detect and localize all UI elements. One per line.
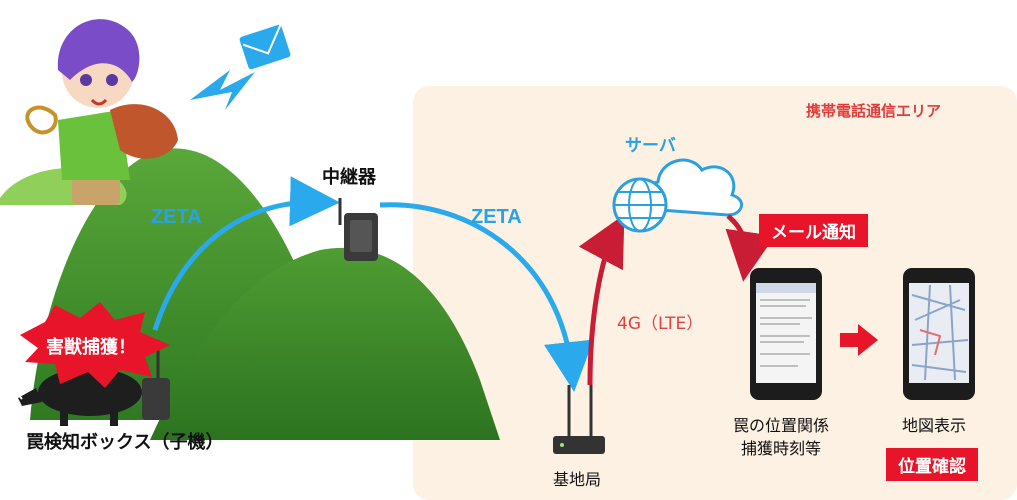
zeta-label-left: ZETA: [151, 206, 202, 228]
phone-map-screen: [903, 268, 975, 400]
zeta-label-right: ZETA: [471, 206, 522, 228]
lte-label: 4G（LTE）: [617, 314, 704, 334]
base-station-label: 基地局: [553, 470, 602, 489]
lte-arrow: [578, 214, 625, 386]
mobile-coverage-area: [413, 86, 1017, 500]
server-label: サーバ: [625, 136, 676, 156]
phone-map-caption: 地図表示: [902, 416, 967, 435]
lightning-icon: [190, 70, 255, 110]
globe-icon: [612, 177, 668, 233]
mobile-area-label: 携帯電話通信エリア: [806, 102, 942, 120]
phone-mail-screen: [750, 268, 822, 400]
base-station-icon: [553, 385, 605, 454]
alert-burst-shape: [20, 302, 170, 388]
right-hill: [150, 247, 500, 440]
capture-alert-text: 害獣捕獲！: [46, 337, 136, 358]
zeta-arrow-right: [379, 202, 594, 392]
relay-device-icon: [338, 198, 378, 261]
phone-to-map-arrow: [840, 324, 878, 356]
phone-mail-caption-1: 罠の位置関係: [733, 416, 830, 435]
envelope-icon: [239, 21, 291, 70]
hunter-character-illustration: [25, 19, 178, 205]
relay-label: 中継器: [322, 167, 376, 188]
mail-notify-arrow: [725, 214, 775, 282]
location-confirm-badge: 位置確認: [886, 448, 978, 481]
trap-box-label: 罠検知ボックス（子機）: [26, 432, 224, 453]
zeta-arrow-left: [152, 176, 340, 331]
phone-mail-caption-2: 捕獲時刻等: [741, 439, 822, 458]
mail-notification-badge: メール通知: [759, 214, 868, 247]
